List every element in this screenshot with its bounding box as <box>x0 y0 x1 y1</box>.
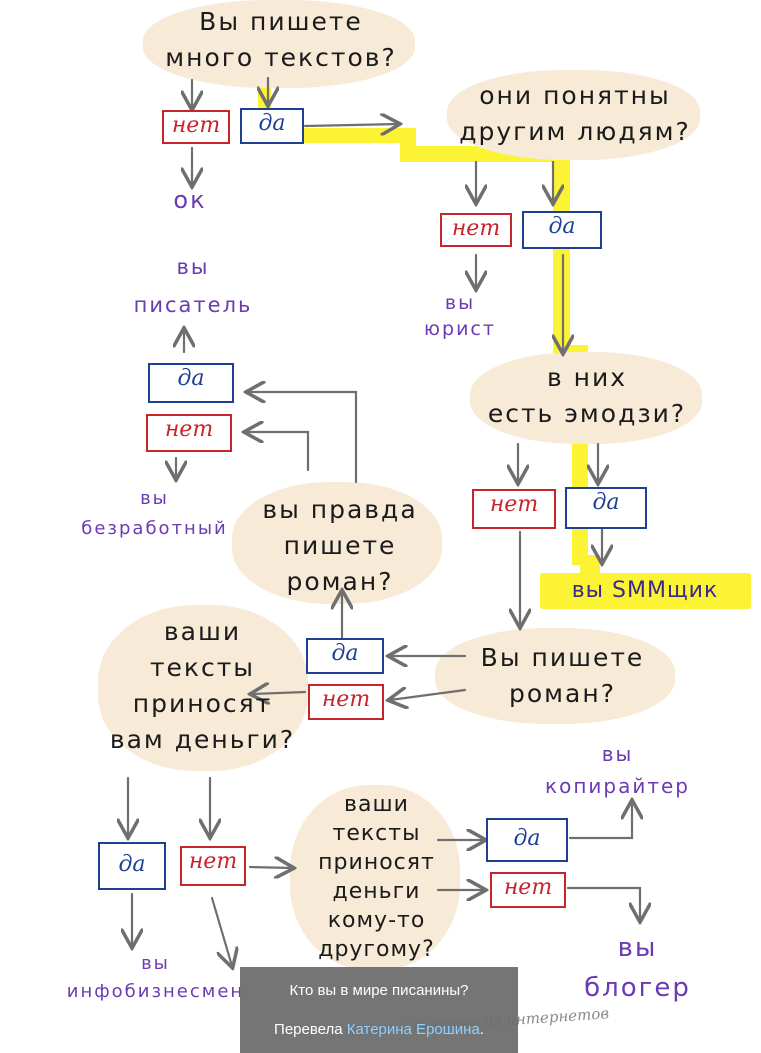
translator-link[interactable]: Катерина Ерошина <box>346 1021 480 1038</box>
answer-yes-clear: да <box>522 211 602 249</box>
result-blogger: вы блогер <box>584 933 691 1003</box>
answer-yes-money-for-you: да <box>98 842 166 890</box>
question-money-for-others: ваши тексты приносят деньги кому-то друг… <box>318 792 435 962</box>
answer-yes-money-for-others: да <box>486 818 568 862</box>
result-unemployed: вы безработный <box>81 488 228 539</box>
bubble-money-other <box>290 785 460 970</box>
result-copywriter: вы копирайтер <box>545 742 690 798</box>
bubble-money <box>98 605 308 771</box>
bubble-novel <box>435 628 675 724</box>
result-smm: вы SMMщик <box>571 578 719 603</box>
answer-no-clear: нет <box>440 213 512 247</box>
answer-no-money-for-you: нет <box>180 846 246 886</box>
caption-credit-prefix: Перевела <box>274 1021 347 1038</box>
bubble-clear <box>447 70 700 160</box>
result-infobusinessman: вы инфобизнесмен <box>66 953 245 1002</box>
answer-no-emoji: нет <box>472 489 556 529</box>
caption-title: Кто вы в мире писанины? <box>289 982 469 999</box>
result-writer: вы писатель <box>133 255 253 317</box>
answer-yes-writing-novel: да <box>306 638 384 674</box>
question-clear-to-others: они понятны другим людям? <box>459 81 691 146</box>
result-ok: ок <box>173 186 207 214</box>
answer-yes-writer: да <box>148 363 234 403</box>
answer-no-writer: нет <box>146 414 232 452</box>
result-lawyer: вы юрист <box>424 292 496 340</box>
question-has-emoji: в них есть эмодзи? <box>487 363 687 428</box>
answer-no-many-texts: нет <box>162 110 230 144</box>
result-smm-highlight <box>540 573 751 609</box>
question-money-for-you: ваши тексты приносят вам деньги? <box>109 617 296 754</box>
question-really-writing-novel: вы правда пишете роман? <box>262 495 418 596</box>
question-many-texts: Вы пишете много текстов? <box>165 7 397 72</box>
bubble-emoji <box>470 352 702 444</box>
question-writing-novel: Вы пишете роман? <box>480 643 645 708</box>
bubble-novel-really <box>232 482 442 604</box>
image-caption: Кто вы в мире писанины? Перевела Катерин… <box>240 967 518 1053</box>
answer-no-money-for-others: нет <box>490 872 566 908</box>
answer-yes-emoji: да <box>565 487 647 529</box>
answer-no-writing-novel: нет <box>308 684 384 720</box>
caption-credit: Перевела Катерина Ерошина. <box>240 999 518 1038</box>
caption-credit-suffix: . <box>479 1021 484 1038</box>
answer-yes-many-texts: да <box>240 108 304 144</box>
bubble-many-texts <box>143 0 415 88</box>
